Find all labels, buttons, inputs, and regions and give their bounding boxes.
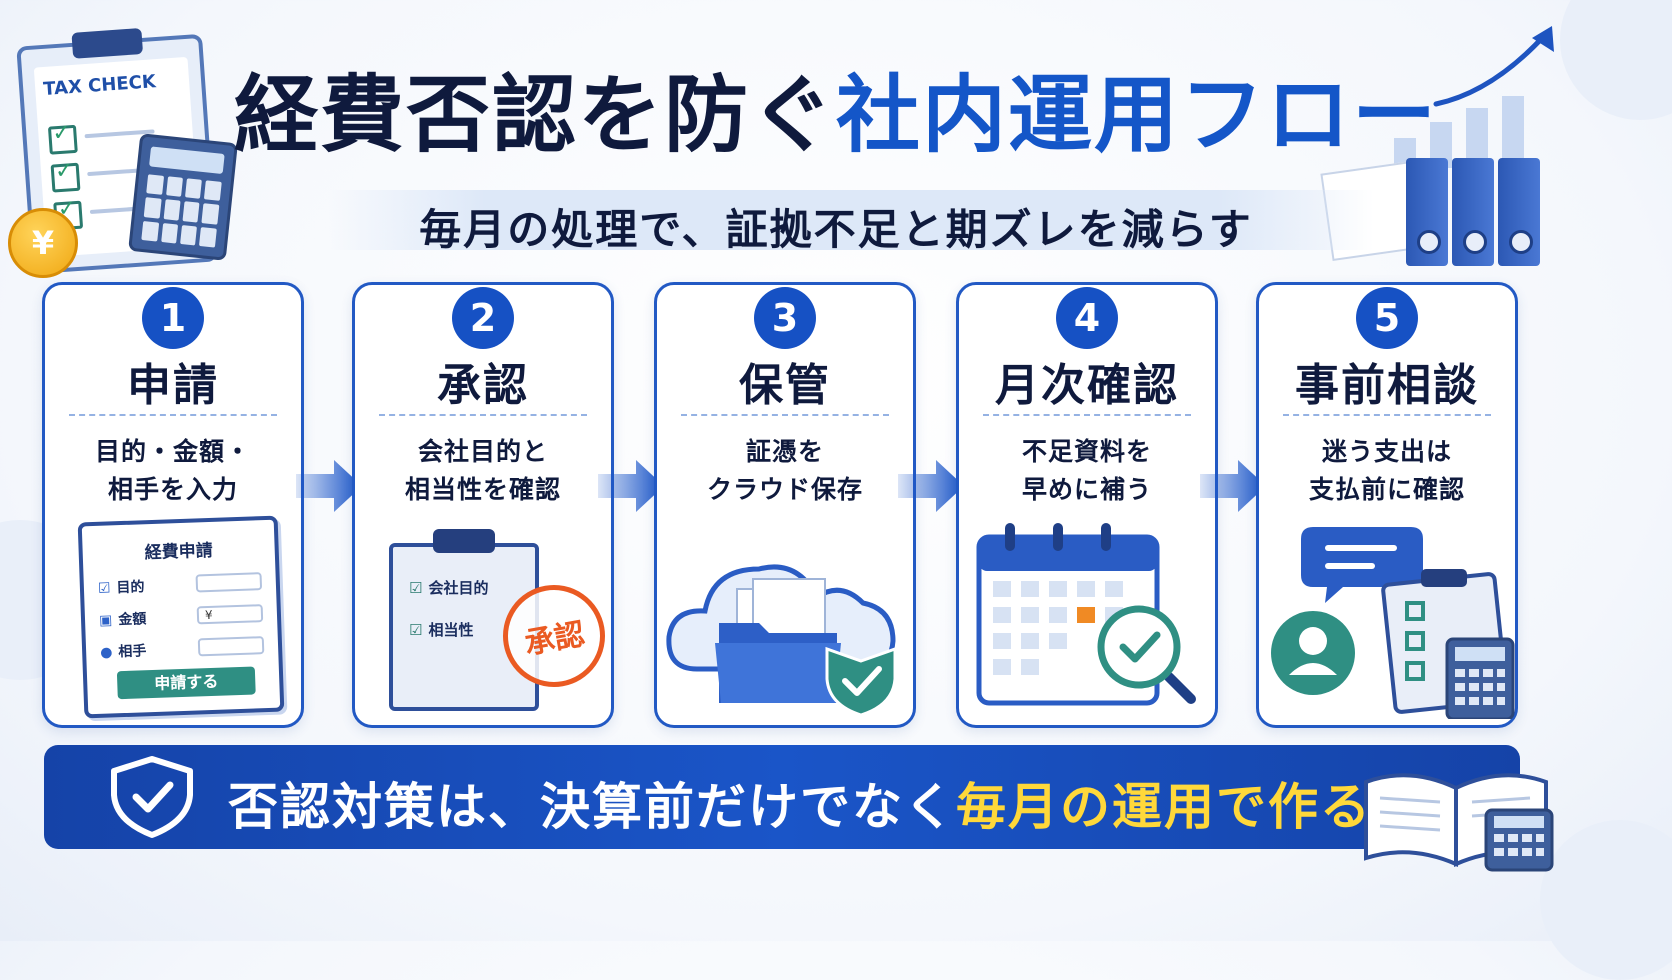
form-row-partner: ●相手 [99,643,147,661]
divider [681,414,889,416]
divider [1283,414,1491,416]
binders-icon [1402,158,1552,270]
step-number-badge: 2 [452,287,514,349]
step-title: 保管 [739,360,831,411]
flow-arrow-icon [296,460,362,512]
banner-message: 否認対策は、決算前だけでなく毎月の運用で作る [228,767,1372,839]
shield-check-icon [111,756,193,838]
partner-field [197,636,265,657]
step-card-4: 4 月次確認 不足資料を早めに補う [956,282,1218,728]
flow-arrow-icon [898,460,964,512]
page-title: 経費否認を防ぐ社内運用フロー [0,48,1672,169]
subtitle-band [328,190,1374,250]
step-description: 証憑をクラウド保存 [706,437,863,504]
amount-field: ¥ [196,604,264,625]
checkbox-icon: ☑ [97,580,111,597]
form-title: 経費申請 [144,540,214,564]
step-card-3: 3 保管 証憑をクラウド保存 [654,282,916,728]
step-title: 申請 [127,360,219,411]
checkbox-icon: ☑ [409,579,423,597]
flow-arrow-icon [598,460,664,512]
step-description: 会社目的と相当性を確認 [404,437,561,504]
step-title: 承認 [437,360,529,411]
purpose-field [195,572,263,593]
step-description: 不足資料を早めに補う [1021,437,1152,504]
banner-text-highlight: 毎月の運用で作る [956,778,1372,836]
wallet-icon: ▣ [98,612,113,629]
divider [69,414,277,416]
summary-banner: 否認対策は、決算前だけでなく毎月の運用で作る [44,745,1520,849]
submit-application-button: 申請する [116,666,256,700]
consultation-icon [1271,527,1515,719]
divider [379,414,587,416]
step-number-badge: 3 [754,287,816,349]
calendar-check-icon [976,523,1196,706]
yen-coin-icon: ¥ [8,208,78,278]
person-icon: ● [99,644,113,661]
title-blue-part: 社内運用フロー [836,66,1439,164]
step-title: 月次確認 [995,360,1179,411]
growth-arrow-icon [1433,26,1554,107]
step-description: 迷う支出は支払前に確認 [1308,437,1465,504]
expense-form-illustration: 経費申請 ☑目的 ▣金額 ¥ ●相手 申請する [77,515,285,719]
step-number-badge: 1 [142,287,204,349]
form-row-purpose: ☑目的 [97,579,145,597]
step-title: 事前相談 [1295,360,1479,411]
open-book-calculator-icon [1364,773,1554,872]
step-number-badge: 4 [1056,287,1118,349]
step-card-5: 5 事前相談 迷う支出は支払前に確認 [1256,282,1518,728]
divider [983,414,1191,416]
title-dark-part: 経費否認を防ぐ [233,66,836,164]
checkbox-icon: ☑ [409,621,423,639]
flow-arrow-icon [1200,460,1266,512]
step-card-1: 1 申請 目的・金額・相手を入力 経費申請 ☑目的 ▣金額 ¥ ●相手 申請する [42,282,304,728]
form-row-amount: ▣金額 [98,611,147,629]
checklist-item: ☑会社目的 [409,579,489,597]
step-description: 目的・金額・相手を入力 [94,437,251,504]
checklist-item: ☑相当性 [409,621,474,639]
banner-text-main: 否認対策は、決算前だけでなく [228,778,956,836]
step-card-2: 2 承認 会社目的と相当性を確認 ☑会社目的 ☑相当性 承認 [352,282,614,728]
cloud-storage-icon [666,564,897,717]
step-number-badge: 5 [1356,287,1418,349]
subtitle: 毎月の処理で、証拠不足と期ズレを減らす [419,205,1253,254]
